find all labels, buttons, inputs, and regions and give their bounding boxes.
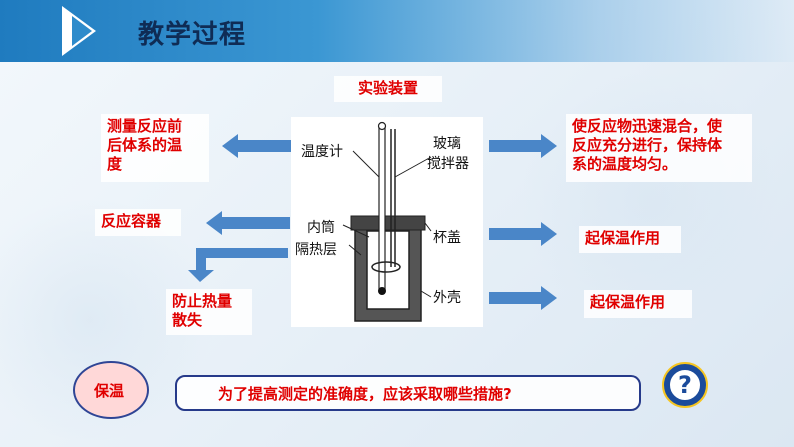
question-mark-glyph: ? bbox=[668, 368, 702, 402]
calorimeter-drawing bbox=[342, 121, 432, 322]
note-line: 反应容器 bbox=[101, 212, 162, 230]
diagram-caption: 实验装置 bbox=[334, 76, 442, 102]
note-line: 后体系的温 bbox=[107, 136, 183, 154]
shell-note: 起保温作用 bbox=[584, 290, 692, 318]
note-line: 起保温作用 bbox=[585, 229, 661, 247]
shell-label: 外壳 bbox=[433, 290, 461, 306]
page-title: 教学过程 bbox=[138, 20, 247, 50]
stirrer-label-line1: 玻璃 bbox=[433, 136, 461, 152]
background-blob bbox=[520, 70, 780, 330]
header-bar bbox=[0, 0, 794, 62]
question-bar bbox=[175, 375, 641, 411]
insulation-note: 防止热量 散失 bbox=[166, 289, 252, 335]
keep-warm-text: 保温 bbox=[94, 382, 125, 400]
question-text: 为了提高测定的准确度，应该采取哪些措施? bbox=[218, 385, 512, 403]
note-line: 度 bbox=[107, 155, 123, 173]
stirrer-label-line2: 搅拌器 bbox=[427, 156, 469, 172]
lid-label: 杯盖 bbox=[433, 230, 461, 246]
calorimeter-diagram: 温度计 玻璃 搅拌器 内筒 隔热层 杯盖 外壳 bbox=[291, 117, 483, 327]
note-line: 系的温度均匀。 bbox=[572, 155, 678, 173]
thermometer-label: 温度计 bbox=[301, 144, 343, 160]
lid-note: 起保温作用 bbox=[579, 226, 681, 253]
right-arrow-icon bbox=[489, 222, 557, 246]
right-arrow-icon bbox=[489, 134, 557, 158]
inner-cylinder-note: 反应容器 bbox=[95, 209, 181, 236]
inner-cylinder-label: 内筒 bbox=[307, 220, 335, 236]
left-arrow-icon bbox=[206, 211, 290, 235]
thermometer-note: 测量反应前 后体系的温 度 bbox=[101, 114, 209, 182]
diagram-caption-text: 实验装置 bbox=[357, 79, 418, 97]
note-line: 测量反应前 bbox=[107, 117, 183, 135]
bent-arrow-icon bbox=[188, 248, 288, 282]
left-arrow-icon bbox=[222, 134, 292, 158]
note-line: 反应充分进行，保持体 bbox=[572, 136, 723, 154]
insulation-label: 隔热层 bbox=[295, 242, 337, 258]
chevron-icon bbox=[72, 16, 92, 46]
keep-warm-badge bbox=[73, 361, 149, 419]
note-line: 使反应物迅速混合，使 bbox=[572, 117, 723, 135]
right-arrow-icon bbox=[489, 286, 557, 310]
note-line: 防止热量 bbox=[172, 292, 233, 310]
note-line: 散失 bbox=[172, 311, 203, 329]
note-line: 起保温作用 bbox=[590, 293, 666, 311]
stirrer-note: 使反应物迅速混合，使 反应充分进行，保持体 系的温度均匀。 bbox=[566, 114, 752, 182]
